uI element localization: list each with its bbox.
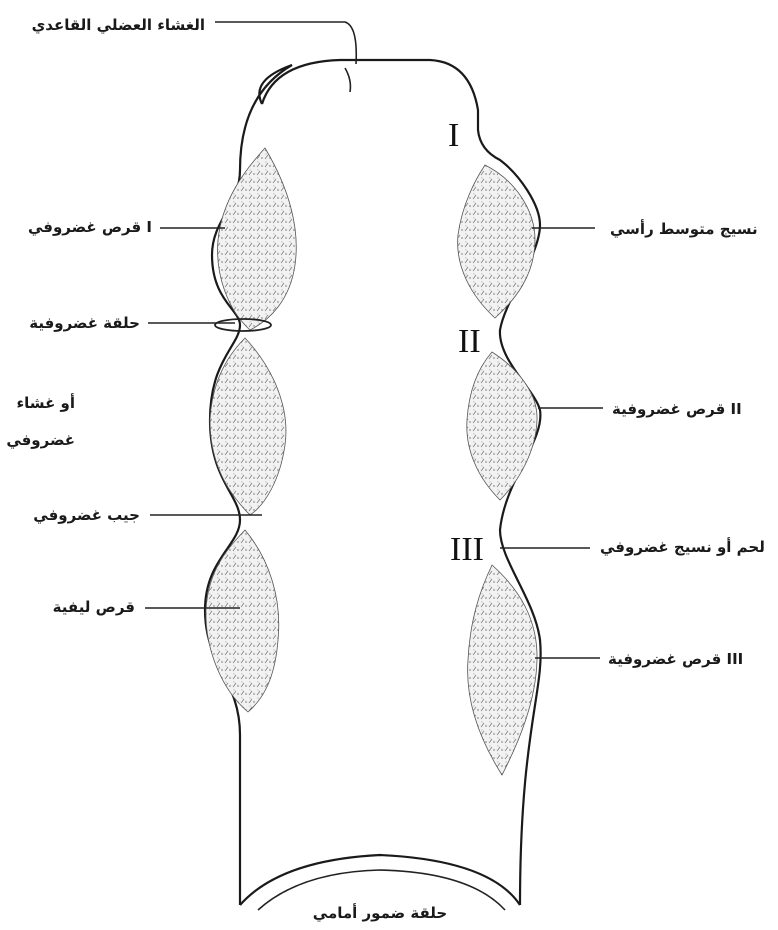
right-node-1	[458, 165, 535, 318]
label-right-node1: نسيج متوسط رأسي	[610, 219, 758, 238]
right-node-2	[467, 352, 537, 500]
label-right-node2: قرص غضروفية II	[612, 400, 742, 418]
tube-top-edge	[262, 60, 478, 110]
label-left-membrane-2: غضروفي	[6, 431, 75, 449]
top-tick	[345, 68, 350, 92]
label-left-pocket: جيب غضروفي	[33, 506, 140, 524]
label-right-line: لحم أو نسيج غضروفي	[600, 537, 765, 556]
label-left-ring: حلقة غضروفية	[29, 314, 140, 332]
roman-iii: III	[450, 531, 484, 568]
roman-ii: II	[458, 323, 481, 360]
leader-top	[215, 22, 356, 64]
left-node-1	[218, 148, 297, 330]
label-left-membrane-1: أو غشاء	[17, 393, 76, 412]
label-top: الغشاء العضلي القاعدي	[32, 16, 205, 35]
label-bottom: حلقة ضمور أمامي	[313, 903, 447, 922]
left-node-3	[206, 530, 279, 712]
tube-bottom	[240, 855, 520, 905]
roman-i: I	[448, 117, 459, 154]
label-left-node3: قرص ليفية	[53, 598, 135, 616]
label-left-node1: قرص غضروفي I	[28, 218, 152, 236]
label-right-node3: قرص غضروفية III	[608, 650, 743, 668]
